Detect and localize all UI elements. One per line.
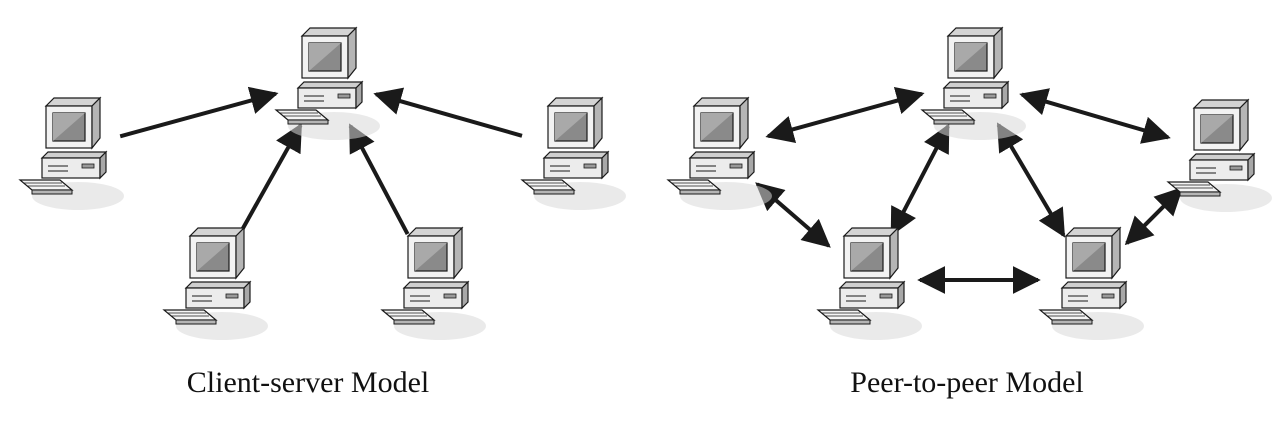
peer-right-computer-icon <box>1167 99 1273 213</box>
arrow-peer-top-to-peer-bottom-right <box>996 122 1066 238</box>
client-left-computer-icon <box>19 97 125 211</box>
arrow-client-bottom-left-to-server <box>237 122 303 236</box>
arrow-peer-bottom-right-to-peer-right <box>1124 186 1184 246</box>
client-right-computer-icon <box>521 97 627 211</box>
peer-to-peer-edges <box>755 87 1184 294</box>
peer-left-computer-icon <box>667 97 773 211</box>
arrow-client-right-to-server <box>373 87 523 138</box>
client-server-edges <box>119 86 523 236</box>
peer-bottom-left-computer-icon <box>817 227 923 341</box>
client-bottom-right-computer-icon <box>381 227 487 341</box>
arrow-client-bottom-right-to-server <box>348 123 410 236</box>
arrow-peer-top-to-peer-left <box>765 87 925 143</box>
arrow-client-left-to-server <box>119 86 279 139</box>
peer-to-peer-caption: Peer-to-peer Model <box>850 366 1083 399</box>
server-computer-icon <box>275 27 381 141</box>
client-server-nodes <box>19 27 627 341</box>
arrow-peer-top-to-peer-bottom-left <box>890 123 950 237</box>
peer-top-computer-icon <box>921 27 1027 141</box>
peer-bottom-right-computer-icon <box>1039 227 1145 341</box>
peer-to-peer-diagram: Peer-to-peer Model <box>667 27 1273 399</box>
client-bottom-left-computer-icon <box>163 227 269 341</box>
client-server-diagram: Client-server Model <box>19 27 627 399</box>
arrow-peer-top-to-peer-right <box>1019 88 1171 144</box>
client-server-caption: Client-server Model <box>187 366 429 399</box>
